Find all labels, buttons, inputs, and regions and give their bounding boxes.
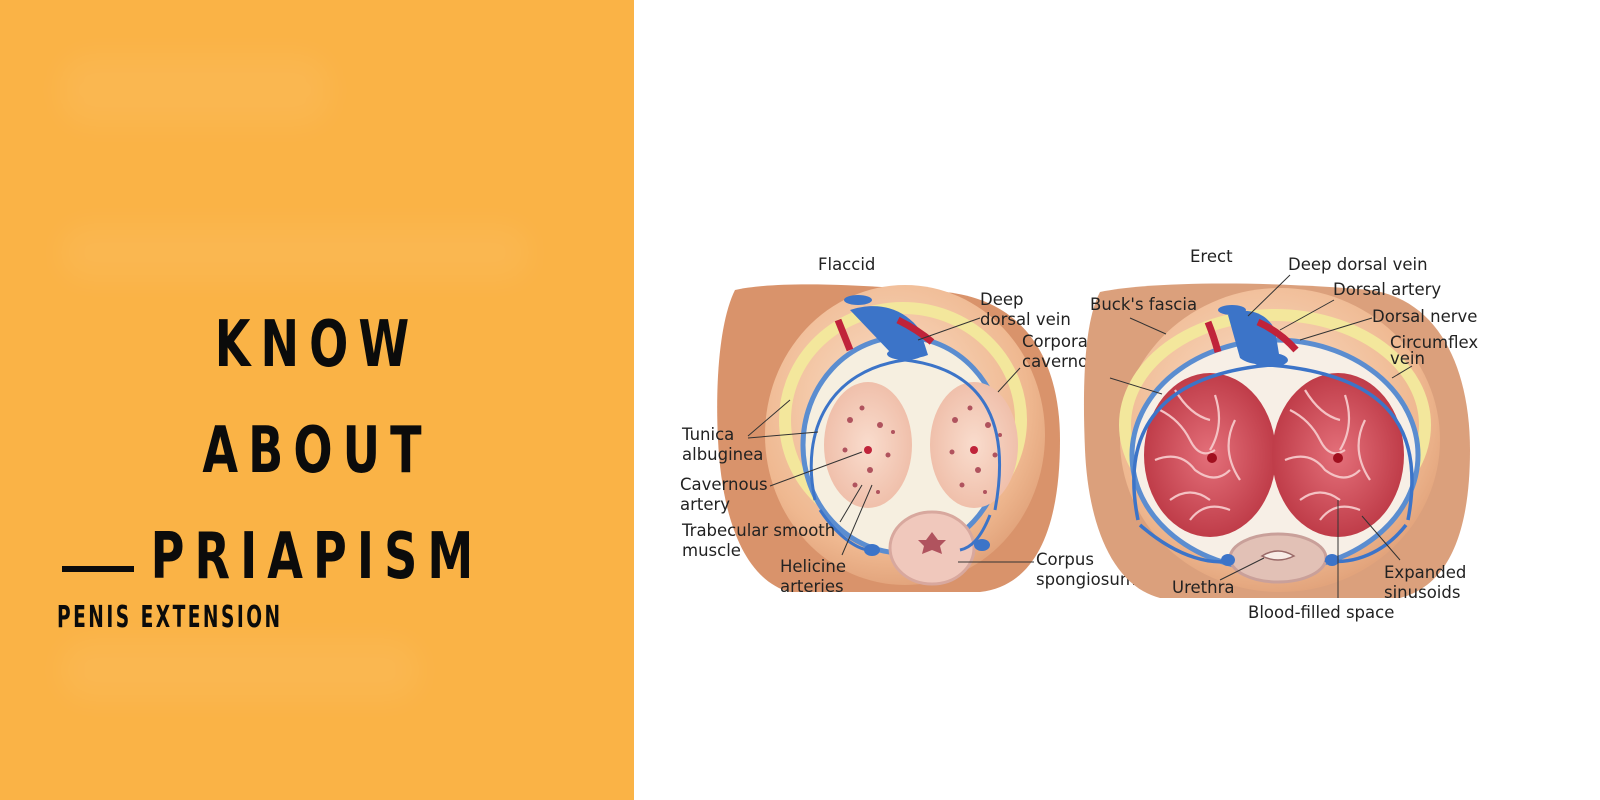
leader-line <box>1129 317 1167 335</box>
erect-vein-ellipse <box>1325 554 1339 566</box>
leader-line <box>839 484 863 523</box>
leader-line <box>769 451 863 487</box>
erect-dorsal-artery <box>1204 320 1222 353</box>
label-expanded-sinusoids: Expanded sinusoids <box>1384 563 1472 602</box>
label-dorsal-nerve: Dorsal nerve <box>1372 307 1477 326</box>
flaccid-trabecular-pattern <box>842 405 1002 494</box>
label-line: Expanded <box>1384 563 1466 582</box>
label-cavernous-artery: Cavernous artery <box>680 475 773 514</box>
leader-line <box>1361 515 1401 561</box>
flaccid-cross-section <box>717 284 1060 592</box>
label-helicine-arteries: Helicine arteries <box>780 557 851 596</box>
erect-vein-ellipse <box>1218 305 1246 315</box>
flaccid-cavernous-artery-right <box>970 446 978 454</box>
label-corpus-spongiosum: Corpus spongiosum <box>1036 550 1136 589</box>
erect-cavernous-artery-left <box>1207 453 1217 463</box>
erect-vein-ellipse <box>1252 353 1288 367</box>
leader-line <box>997 367 1021 393</box>
background-watermark <box>60 55 330 125</box>
leader-line <box>1391 365 1413 379</box>
erect-vein-ellipse <box>1221 554 1235 566</box>
label-deep-dorsal-vein-flaccid: Deep dorsal vein <box>980 290 1071 329</box>
label-line: Trabecular smooth <box>681 521 835 540</box>
background-watermark <box>60 640 420 700</box>
label-line: sinusoids <box>1384 583 1460 602</box>
erect-circumflex-veins <box>1132 363 1414 564</box>
label-line: Deep <box>980 290 1023 309</box>
leader-line <box>1109 377 1163 395</box>
flaccid-dorsal-artery <box>896 316 935 345</box>
label-line: Corpora <box>1022 332 1088 351</box>
label-line: Tunica <box>681 425 734 444</box>
label-tunica-albuginea: Tunica albuginea <box>681 425 763 464</box>
label-line: Corpus <box>1036 550 1094 569</box>
divider <box>62 566 134 572</box>
leader-line <box>747 431 819 439</box>
subtitle: PENIS EXTENSION <box>57 600 283 635</box>
erect-cavernous-artery-right <box>1333 453 1343 463</box>
penis-cross-section-diagram: Flaccid Deep dorsal vein Corpora caverno… <box>680 247 1483 622</box>
title-line-1: KNOW ABOUT <box>202 308 432 488</box>
erect-dorsal-artery <box>1256 318 1299 353</box>
label-circumflex-vein: Circumflex vein <box>1390 333 1483 368</box>
label-line: artery <box>680 495 730 514</box>
label-line: arteries <box>780 577 844 596</box>
flaccid-vein-ellipse <box>844 295 872 305</box>
flaccid-corpus-cavernosum-right <box>930 382 1018 508</box>
label-bucks-fascia: Buck's fascia <box>1090 295 1197 314</box>
flaccid-cavernous-artery-left <box>864 446 872 454</box>
leader-line <box>1279 299 1335 331</box>
flaccid-circumflex-veins <box>809 358 1002 552</box>
erect-heading: Erect <box>1190 247 1233 266</box>
leader-line <box>1247 274 1291 317</box>
title-line-2: PRIAPISM <box>150 520 484 594</box>
flaccid-vein-ellipse <box>974 539 990 551</box>
leader-line <box>747 399 791 437</box>
erect-cross-section <box>1083 283 1470 598</box>
label-blood-filled-space: Blood-filled space <box>1248 603 1394 622</box>
label-line: spongiosum <box>1036 570 1136 589</box>
page-title: KNOW ABOUT PRIAPISM <box>89 292 545 610</box>
label-urethra: Urethra <box>1172 578 1234 597</box>
leader-line <box>841 484 873 556</box>
flaccid-corpus-cavernosum-left <box>824 382 912 508</box>
label-line: vein <box>1390 349 1425 368</box>
flaccid-vein-ellipse <box>887 348 923 360</box>
erect-urethra <box>1260 550 1296 561</box>
label-dorsal-artery: Dorsal artery <box>1333 280 1441 299</box>
flaccid-vein-ellipse <box>864 544 880 556</box>
title-panel: KNOW ABOUT PRIAPISM PENIS EXTENSION <box>0 0 634 800</box>
leader-line <box>917 317 981 341</box>
flaccid-heading: Flaccid <box>818 255 875 274</box>
label-line: muscle <box>682 541 741 560</box>
flaccid-urethra <box>918 532 946 554</box>
flaccid-dorsal-artery <box>834 318 854 352</box>
label-line: Cavernous <box>680 475 768 494</box>
leader-line <box>1219 557 1265 581</box>
label-line: Circumflex <box>1390 333 1478 352</box>
label-line: dorsal vein <box>980 310 1071 329</box>
flaccid-deep-dorsal-vein <box>850 306 928 359</box>
leader-line <box>1299 317 1373 341</box>
label-line: albuginea <box>682 445 763 464</box>
erect-sinusoid-pattern <box>1154 389 1371 521</box>
label-trabecular-smooth-muscle: Trabecular smooth muscle <box>681 521 840 560</box>
label-deep-dorsal-vein-erect: Deep dorsal vein <box>1288 255 1428 274</box>
label-line: Helicine <box>780 557 846 576</box>
background-watermark <box>60 225 530 280</box>
